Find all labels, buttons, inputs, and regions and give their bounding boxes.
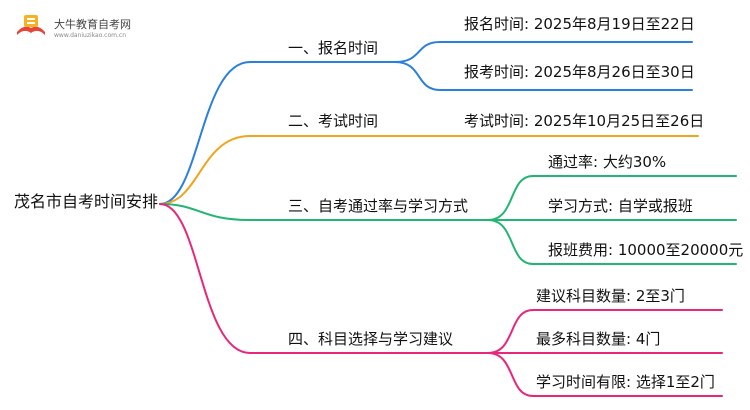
- branch-3-leaf-2: 学习方式: 自学或报班: [548, 197, 693, 215]
- branch-4-leaf-1: 建议科目数量: 2至3门: [536, 287, 685, 305]
- branch-1-leaf-1: 报名时间: 2025年8月19日至22日: [464, 15, 695, 33]
- branch-3-leaf-1-connector: [487, 175, 737, 221]
- branch-2-leaf-1: 考试时间: 2025年10月25日至26日: [464, 112, 705, 130]
- branch-4-leaf-2: 最多科目数量: 4门: [536, 330, 661, 348]
- brand-url: www.daniuzikao.com.cn: [54, 32, 126, 39]
- branch-1-connector: [159, 61, 396, 205]
- branch-4-leaf-1-connector: [487, 309, 723, 354]
- root-topic: 茂名市自考时间安排: [14, 192, 159, 211]
- branch-4-label: 四、科目选择与学习建议: [288, 330, 454, 348]
- branch-3-connector: [159, 203, 489, 221]
- branch-3-label: 三、自考通过率与学习方式: [288, 197, 469, 215]
- branch-4-leaf-3-connector: [487, 352, 723, 397]
- branch-3-leaf-3: 报班费用: 10000至20000元: [548, 241, 744, 259]
- branch-3-leaf-1: 通过率: 大约30%: [548, 153, 667, 171]
- branch-1-leaf-2-connector: [394, 61, 693, 91]
- branch-1-leaf-2: 报考时间: 2025年8月26日至30日: [464, 63, 695, 81]
- branch-4-connector: [159, 203, 489, 354]
- brand-logo: 大牛教育自考网 www.daniuzikao.com.cn: [14, 12, 164, 46]
- branch-2-connector: [159, 135, 459, 205]
- branch-1-leaf-1-connector: [394, 41, 693, 63]
- brand-name: 大牛教育自考网: [54, 18, 131, 31]
- branch-3-leaf-3-connector: [487, 219, 737, 265]
- branch-1-label: 一、报名时间: [288, 39, 379, 57]
- branch-4-leaf-3: 学习时间有限: 选择1至2门: [536, 373, 715, 391]
- book-logo-icon: [17, 15, 45, 35]
- branch-2-label: 二、考试时间: [288, 112, 379, 130]
